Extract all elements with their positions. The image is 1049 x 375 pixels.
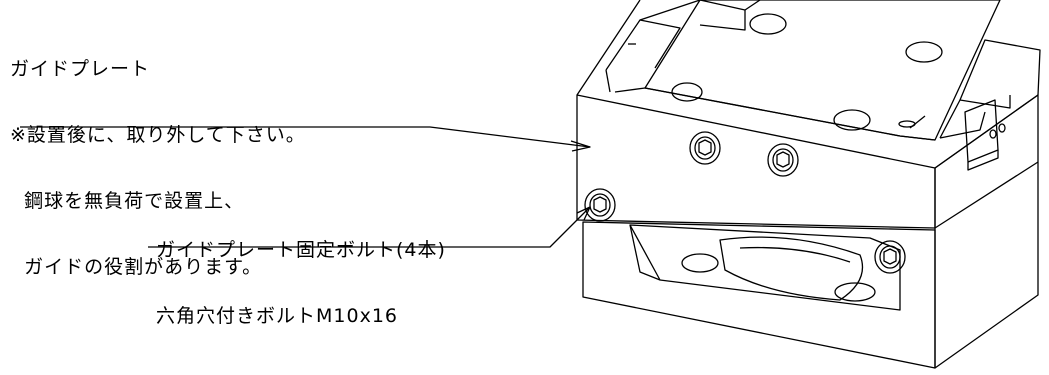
callout-guide-plate: ガイドプレート ※設置後に、取り外して下さい。 鋼球を無負荷で設置上、 ガイドの… [10,14,306,322]
callout-top-line-2: ※設置後に、取り外して下さい。 [10,124,306,146]
callout-top-line-4: ガイドの役割があります。 [10,256,263,278]
side-clamp-plate [964,99,999,163]
top-plate [605,0,1041,171]
callout-fixing-bolt: ガイドプレート固定ボルト(4本) 六角穴付きボルトM10x16 [156,195,446,371]
bolt-2 [767,143,799,177]
callout-bottom-line-2: 六角穴付きボルトM10x16 [156,305,398,327]
bolt-3 [584,188,616,222]
callout-top-line-3: 鋼球を無負荷で設置上、 [10,190,245,212]
bolt-heads [584,131,906,274]
bolt-1 [689,131,721,165]
leader-bottom [148,206,591,248]
callout-bottom-line-1: ガイドプレート固定ボルト(4本) [156,239,446,261]
guide-plate-front [576,94,936,229]
block-body [576,0,1039,369]
callout-top-line-1: ガイドプレート [10,58,151,80]
leader-top [20,126,591,152]
bolt-4 [874,240,906,274]
top-holes [671,13,943,131]
lower-pocket [629,224,901,311]
